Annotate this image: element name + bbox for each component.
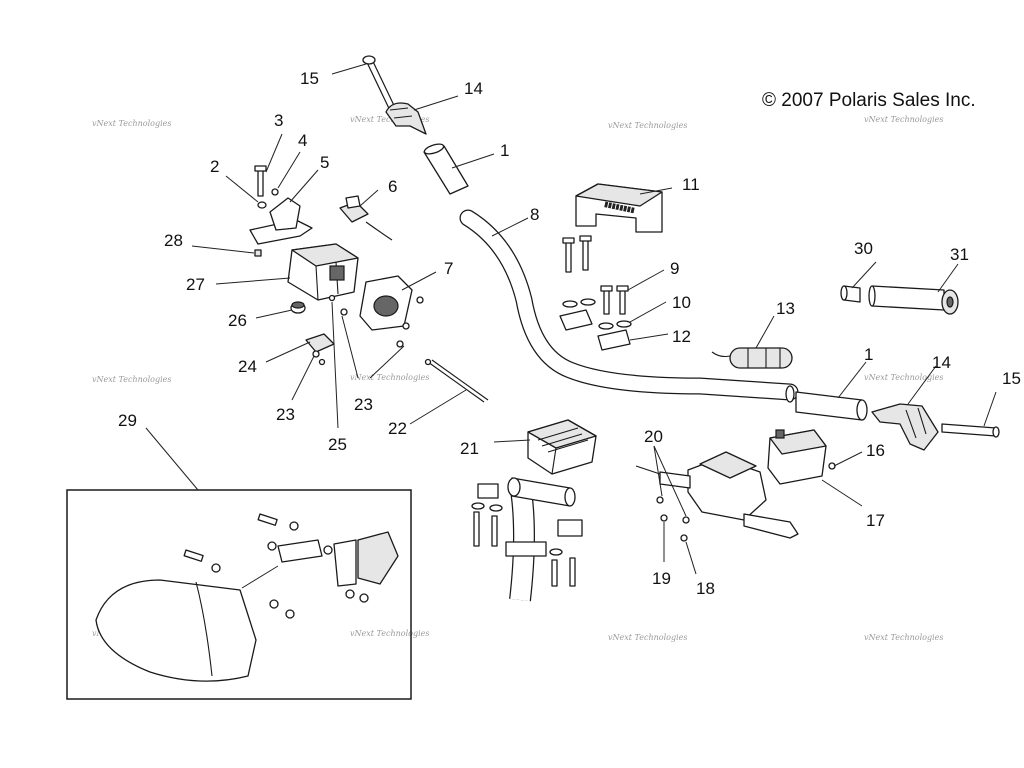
part-23-screw <box>318 358 326 366</box>
callout-2: 2 <box>210 157 219 176</box>
callout-8: 8 <box>530 205 539 224</box>
part-21-mount-block <box>527 419 597 475</box>
callout-31: 31 <box>950 245 969 264</box>
part-26-knob <box>290 301 306 314</box>
part-14-end-cap-top <box>385 102 427 135</box>
callout-27: 27 <box>186 275 205 294</box>
callout-19: 19 <box>652 569 671 588</box>
part-4-washer <box>271 188 279 196</box>
part-8-handlebar <box>459 209 799 403</box>
part-27-housing <box>287 243 359 301</box>
part-22-cable <box>424 358 489 403</box>
part-9-bolts <box>562 235 629 315</box>
part-30-grip-plug <box>840 285 861 303</box>
callout-1: 1 <box>864 345 873 364</box>
callout-5: 5 <box>320 153 329 172</box>
watermark: vNext Technologies <box>608 121 687 130</box>
callout-3: 3 <box>274 111 283 130</box>
part-14-end-cap-right <box>871 403 939 451</box>
callout-12: 12 <box>672 327 691 346</box>
part-24-plate <box>305 333 335 353</box>
watermark: vNext Technologies <box>92 119 171 128</box>
part-15-pin-top <box>362 55 396 112</box>
callouts: 15 14 1 3 2 4 5 6 28 27 26 7 24 23 25 23… <box>118 69 1021 598</box>
part-13-grip-heater <box>711 347 793 369</box>
part-12-clamps <box>559 309 631 351</box>
part-31-grip <box>868 285 959 315</box>
part-17-throttle-assembly <box>635 451 799 539</box>
part-29-handguard-kit <box>95 513 399 682</box>
callout-14: 14 <box>464 79 483 98</box>
part-23-screw <box>312 350 320 358</box>
part-7-cover-plate <box>340 275 424 348</box>
callout-11: 11 <box>682 175 700 194</box>
callout-29: 29 <box>118 411 137 430</box>
callout-18: 18 <box>696 579 715 598</box>
detail-box-29 <box>66 489 412 700</box>
callout-28: 28 <box>164 231 183 250</box>
callout-14: 14 <box>932 353 951 372</box>
callout-23: 23 <box>354 395 373 414</box>
callout-30: 30 <box>854 239 873 258</box>
watermark: vNext Technologies <box>92 375 171 384</box>
watermark: vNext Technologies <box>864 115 943 124</box>
callout-7: 7 <box>444 259 453 278</box>
callout-24: 24 <box>238 357 257 376</box>
part-6-switch-block <box>339 195 393 241</box>
part-25-screw <box>328 294 336 302</box>
part-1-grip-top <box>423 143 469 195</box>
callout-13: 13 <box>776 299 795 318</box>
watermark: vNext Technologies <box>350 373 429 382</box>
part-28-clip <box>254 249 262 257</box>
callout-20: 20 <box>644 427 663 446</box>
leader-lines <box>145 63 997 589</box>
callout-16: 16 <box>866 441 885 460</box>
callout-15: 15 <box>1002 369 1021 388</box>
part-2-nut <box>257 201 267 209</box>
callout-22: 22 <box>388 419 407 438</box>
part-15-pin-right <box>941 423 1000 438</box>
part-11-bar-pad: ▮▮▮▮▮▮▮▮ <box>575 183 663 233</box>
callout-9: 9 <box>670 259 679 278</box>
callout-6: 6 <box>388 177 397 196</box>
callout-26: 26 <box>228 311 247 330</box>
callout-15: 15 <box>300 69 319 88</box>
callout-17: 17 <box>866 511 885 530</box>
watermark: vNext Technologies <box>350 629 429 638</box>
callout-10: 10 <box>672 293 691 312</box>
part-3-screw <box>254 165 267 197</box>
copyright-notice: © 2007 Polaris Sales Inc. <box>762 90 976 111</box>
callout-23: 23 <box>276 405 295 424</box>
watermark: vNext Technologies <box>350 115 429 124</box>
watermark: vNext Technologies <box>608 633 687 642</box>
part-1-grip-right <box>795 391 868 421</box>
watermark: vNext Technologies <box>864 633 943 642</box>
part-16-switch-housing <box>767 429 836 485</box>
part-5-bracket <box>249 197 313 245</box>
callout-21: 21 <box>460 439 479 458</box>
part-10-washers <box>562 298 632 330</box>
steering-post <box>471 477 583 602</box>
callout-1: 1 <box>500 141 509 160</box>
watermark: vNext Technologies <box>864 373 943 382</box>
part-18-19-20-screws <box>656 496 690 542</box>
callout-25: 25 <box>328 435 347 454</box>
callout-4: 4 <box>298 131 307 150</box>
